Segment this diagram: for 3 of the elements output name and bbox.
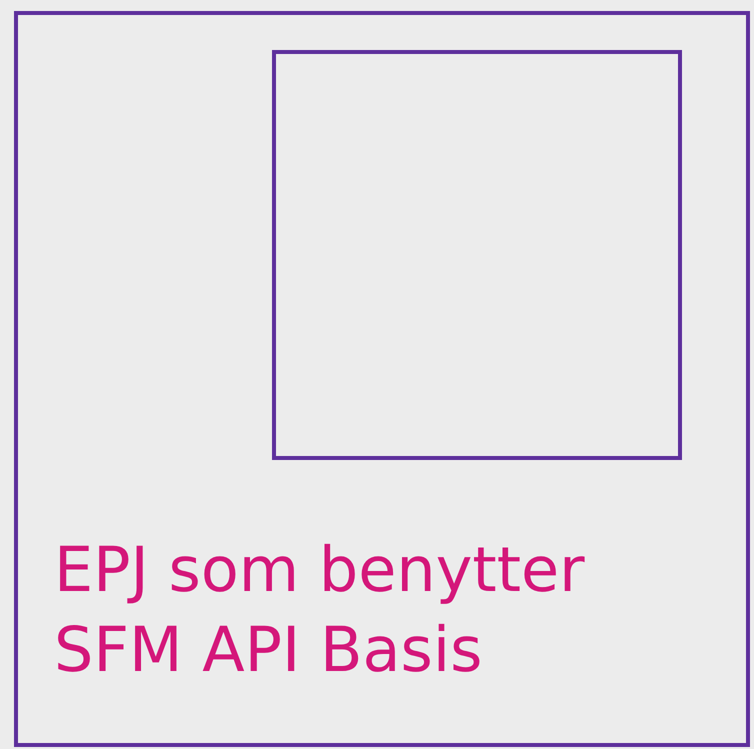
box-title: EPJ som benytter SFM API Basis <box>54 532 586 688</box>
empty-box <box>272 50 682 460</box>
container-box <box>14 11 750 747</box>
